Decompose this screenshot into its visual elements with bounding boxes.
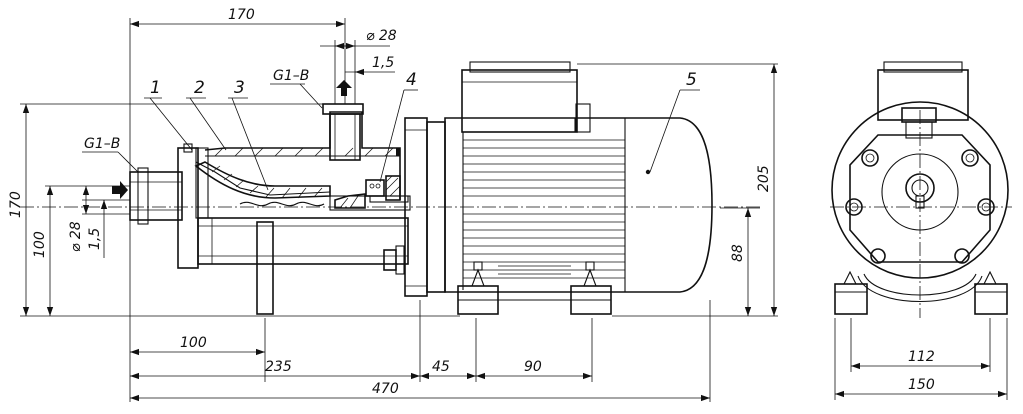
outlet-pipe <box>322 80 364 161</box>
part-label-4: 4 <box>406 70 417 90</box>
dim-bottom-45: 45 <box>432 359 450 375</box>
pump-housing <box>197 111 409 265</box>
drawing-labels: 1 2 3 4 5 G1–B G1–B 170 ⌀ 28 1,5 170 100… <box>8 7 935 397</box>
part-leaders <box>82 83 700 191</box>
dim-bottom-90: 90 <box>524 359 542 375</box>
dim-outlet-wall-1-5: 1,5 <box>372 55 394 71</box>
pump-stand <box>256 221 274 315</box>
electric-motor <box>444 61 713 315</box>
dim-side-150: 150 <box>908 377 935 393</box>
dim-bottom-100: 100 <box>180 335 207 351</box>
flange-bolt <box>383 245 405 275</box>
impeller <box>194 161 411 211</box>
dim-left-100: 100 <box>32 231 48 258</box>
dim-inlet-dia-28: ⌀ 28 <box>68 221 84 252</box>
dimension-lines <box>20 18 778 402</box>
dim-left-170: 170 <box>8 191 24 218</box>
outlet-thread-label: G1–B <box>273 68 309 84</box>
side-dimension-lines <box>834 318 1008 400</box>
dim-inlet-wall-1-5: 1,5 <box>87 228 103 250</box>
dim-right-205: 205 <box>756 165 772 192</box>
part-label-1: 1 <box>150 78 161 98</box>
inlet-thread-label: G1–B <box>84 136 120 152</box>
dim-side-112: 112 <box>908 349 935 365</box>
part-label-5: 5 <box>686 70 697 90</box>
side-bolts <box>845 149 995 264</box>
inlet-nozzle <box>129 167 183 225</box>
dim-right-88: 88 <box>730 244 746 262</box>
part-label-3: 3 <box>234 78 245 98</box>
dim-outlet-dia-28: ⌀ 28 <box>366 28 397 44</box>
side-view <box>830 61 1012 318</box>
dim-bottom-470: 470 <box>372 381 399 397</box>
inlet-flow-arrow <box>112 181 128 199</box>
dim-bottom-235: 235 <box>265 359 292 375</box>
part-label-2: 2 <box>194 78 205 98</box>
front-view <box>20 61 760 315</box>
dim-top-170: 170 <box>228 7 255 23</box>
mechanical-seal <box>365 148 409 203</box>
